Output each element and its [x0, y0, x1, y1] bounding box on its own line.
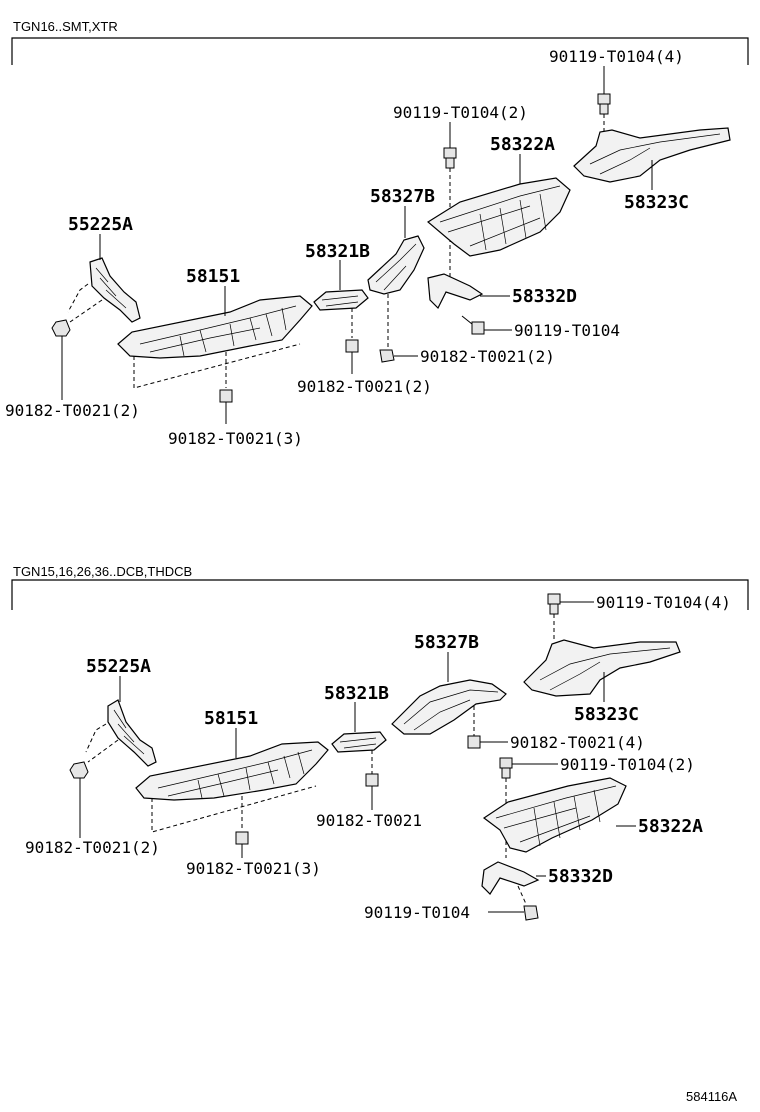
part-55225A-bracket	[89, 257, 141, 323]
label-bolt-t0104-2nd: 90119-T0104	[364, 903, 470, 922]
part-58323C-brace-2	[523, 639, 681, 697]
label-bolt-t0104-2-2: 90119-T0104(2)	[560, 755, 695, 774]
label-bolt-t0104-4: 90119-T0104(4)	[549, 47, 684, 66]
part-58322A-cover	[426, 177, 571, 257]
section-1-frame	[11, 37, 749, 65]
bolt-top-2-icon	[443, 147, 457, 169]
clip-center-icon	[219, 389, 233, 403]
bolt-top-4-icon	[597, 93, 611, 115]
clip-58327B-icon	[379, 349, 395, 363]
clip-left-icon-2	[69, 761, 89, 779]
label-58332D-2: 58332D	[548, 866, 613, 887]
part-58332D-bracket-2	[481, 861, 540, 895]
clip-58327B-icon-2	[467, 735, 481, 749]
label-58151-2: 58151	[204, 708, 258, 729]
label-clip-t0021: 90182-T0021	[316, 811, 422, 830]
bolt-right-icon	[461, 315, 485, 335]
label-clip-t0021-2-mid: 90182-T0021(2)	[297, 377, 432, 396]
label-58321B-2: 58321B	[324, 683, 389, 704]
label-58327B: 58327B	[370, 186, 435, 207]
bolt-top-4-icon-2	[547, 593, 561, 615]
label-55225A: 55225A	[68, 214, 133, 235]
label-bolt-t0104-2: 90119-T0104(2)	[393, 103, 528, 122]
part-58327B-bracket	[367, 235, 425, 295]
label-58332D: 58332D	[512, 286, 577, 307]
label-58151: 58151	[186, 266, 240, 287]
part-58321B-plate-2	[331, 731, 387, 753]
part-58151-cover-2	[135, 741, 329, 801]
label-bolt-t0104-4-2: 90119-T0104(4)	[596, 593, 731, 612]
label-58323C: 58323C	[624, 192, 689, 213]
label-clip-t0021-3-2: 90182-T0021(3)	[186, 859, 321, 878]
label-55225A-2: 55225A	[86, 656, 151, 677]
part-55225A-bracket-2	[107, 699, 157, 767]
bolt-mid-2-icon	[499, 757, 513, 779]
label-clip-t0021-2-left-2: 90182-T0021(2)	[25, 838, 160, 857]
clip-58321B-icon	[345, 339, 359, 353]
section-1-header: TGN16..SMT,XTR	[13, 19, 118, 34]
label-clip-t0021-3: 90182-T0021(3)	[168, 429, 303, 448]
label-58322A: 58322A	[490, 134, 555, 155]
clip-58321B-icon-2	[365, 773, 379, 787]
clip-center-icon-2	[235, 831, 249, 845]
part-58322A-cover-2	[482, 777, 627, 853]
part-58151-cover	[117, 295, 313, 359]
label-clip-t0021-4: 90182-T0021(4)	[510, 733, 645, 752]
label-clip-t0021-2-left: 90182-T0021(2)	[5, 401, 140, 420]
label-bolt-t0104: 90119-T0104	[514, 321, 620, 340]
section-1: TGN16..SMT,XTR	[5, 19, 749, 448]
section-2-frame	[11, 579, 749, 610]
label-58323C-2: 58323C	[574, 704, 639, 725]
bolt-bottom-icon-2	[523, 905, 539, 921]
label-clip-t0021-2-right: 90182-T0021(2)	[420, 347, 555, 366]
label-58327B-2: 58327B	[414, 632, 479, 653]
label-58321B: 58321B	[305, 241, 370, 262]
section-2: TGN15,16,26,36..DCB,THDCB	[11, 564, 749, 922]
part-58327B-cover-2	[391, 679, 507, 735]
section-2-header: TGN15,16,26,36..DCB,THDCB	[13, 564, 192, 579]
part-58321B-plate	[313, 289, 369, 311]
part-58323C-brace	[573, 127, 731, 183]
figure-code: 584116A	[686, 1089, 737, 1104]
label-58322A-2: 58322A	[638, 816, 703, 837]
part-58332D-bracket	[427, 273, 484, 310]
clip-left-icon	[51, 319, 71, 337]
